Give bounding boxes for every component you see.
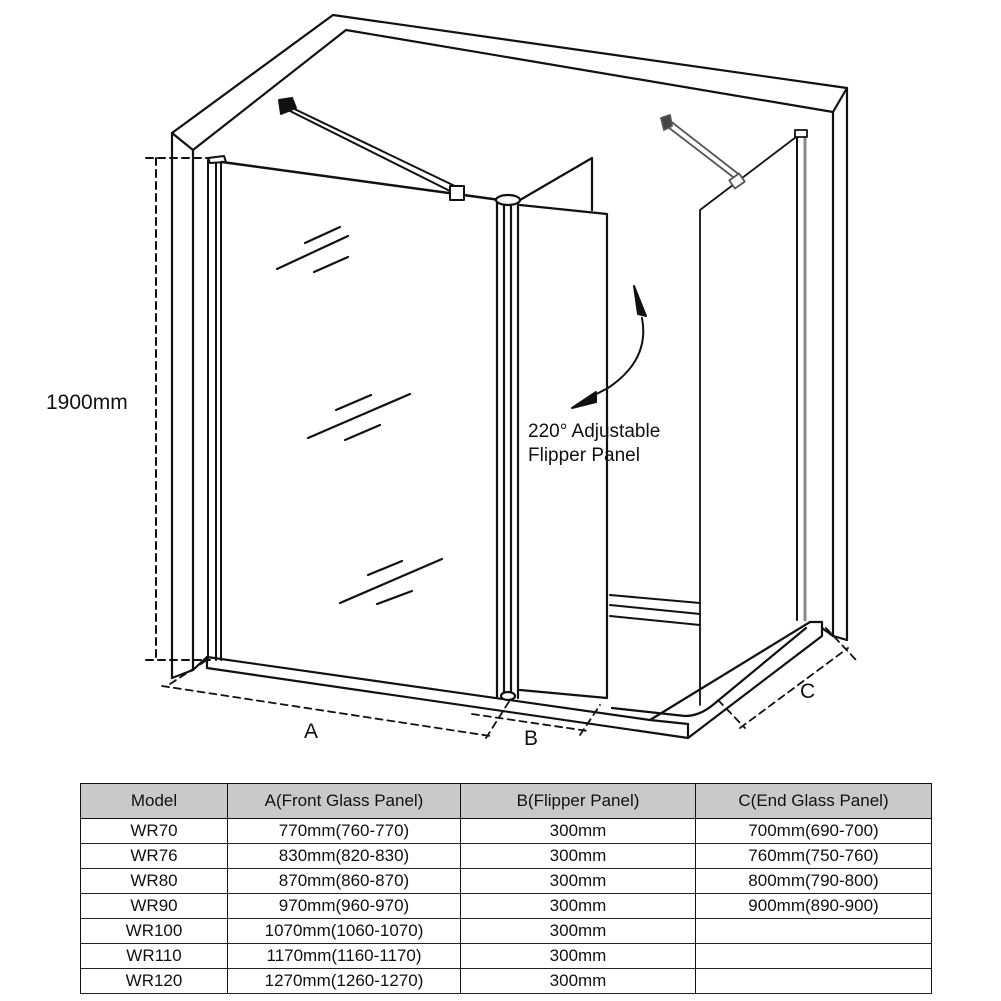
table-row: WR120 1270mm(1260-1270) 300mm <box>80 968 932 994</box>
cell-end-glass: 760mm(750-760) <box>695 843 932 869</box>
table-header-row: Model A(Front Glass Panel) B(Flipper Pan… <box>80 783 932 819</box>
cell-front-glass: 970mm(960-970) <box>227 893 461 919</box>
cell-model: WR90 <box>80 893 228 919</box>
dimension-b-label: B <box>524 727 539 750</box>
end-glass-panel <box>699 129 808 706</box>
cell-flipper: 300mm <box>460 843 696 869</box>
cell-flipper: 300mm <box>460 968 696 994</box>
cell-model: WR80 <box>80 868 228 894</box>
cell-model: WR70 <box>80 818 228 844</box>
cell-end-glass <box>695 968 932 994</box>
header-end-glass: C(End Glass Panel) <box>695 783 932 819</box>
table-row: WR80 870mm(860-870) 300mm 800mm(790-800) <box>80 868 932 894</box>
header-flipper: B(Flipper Panel) <box>460 783 696 819</box>
glass-glare-marks <box>275 225 444 606</box>
table-row: WR70 770mm(760-770) 300mm 700mm(690-700) <box>80 818 932 844</box>
flipper-hinge-post <box>494 193 522 702</box>
cell-model: WR120 <box>80 968 228 994</box>
model-size-table: Model A(Front Glass Panel) B(Flipper Pan… <box>80 783 932 994</box>
rotation-arrow <box>571 285 647 409</box>
cell-front-glass: 870mm(860-870) <box>227 868 461 894</box>
height-dimension-label: 1900mm <box>46 391 128 414</box>
cell-flipper: 300mm <box>460 943 696 969</box>
left-support-bar <box>278 97 465 201</box>
cell-end-glass: 800mm(790-800) <box>695 868 932 894</box>
cell-flipper: 300mm <box>460 818 696 844</box>
cell-model: WR110 <box>80 943 228 969</box>
wall-outline <box>170 13 849 680</box>
cell-front-glass: 1170mm(1160-1170) <box>227 943 461 969</box>
table-row: WR110 1170mm(1160-1170) 300mm <box>80 943 932 969</box>
table-row: WR76 830mm(820-830) 300mm 760mm(750-760) <box>80 843 932 869</box>
tray-inner-step <box>609 594 701 626</box>
cell-model: WR100 <box>80 918 228 944</box>
right-support-bar <box>660 114 746 190</box>
shower-tray <box>191 620 824 740</box>
cell-end-glass <box>695 918 932 944</box>
table-row: WR100 1070mm(1060-1070) 300mm <box>80 918 932 944</box>
shower-enclosure-diagram <box>145 13 857 740</box>
cell-flipper: 300mm <box>460 918 696 944</box>
depth-dimension-line <box>717 627 857 729</box>
left-wall-profile <box>207 155 227 661</box>
header-model: Model <box>80 783 228 819</box>
cell-end-glass: 700mm(690-700) <box>695 818 932 844</box>
dimension-a-label: A <box>304 720 319 743</box>
flipper-label-line1: 220° Adjustable <box>528 421 661 442</box>
flipper-label-line2: Flipper Panel <box>528 445 640 466</box>
cell-flipper: 300mm <box>460 893 696 919</box>
cell-front-glass: 770mm(760-770) <box>227 818 461 844</box>
table-row: WR90 970mm(960-970) 300mm 900mm(890-900) <box>80 893 932 919</box>
cell-model: WR76 <box>80 843 228 869</box>
header-front-glass: A(Front Glass Panel) <box>227 783 461 819</box>
flipper-panel <box>518 156 609 700</box>
cell-front-glass: 1270mm(1260-1270) <box>227 968 461 994</box>
cell-flipper: 300mm <box>460 868 696 894</box>
cell-end-glass <box>695 943 932 969</box>
cell-front-glass: 1070mm(1060-1070) <box>227 918 461 944</box>
flipper-panel-annotation: 220° Adjustable Flipper Panel <box>528 420 660 468</box>
cell-end-glass: 900mm(890-900) <box>695 893 932 919</box>
height-dimension-line <box>145 157 211 661</box>
dimension-c-label: C <box>800 680 816 703</box>
width-dimension-lines <box>161 659 601 739</box>
cell-front-glass: 830mm(820-830) <box>227 843 461 869</box>
